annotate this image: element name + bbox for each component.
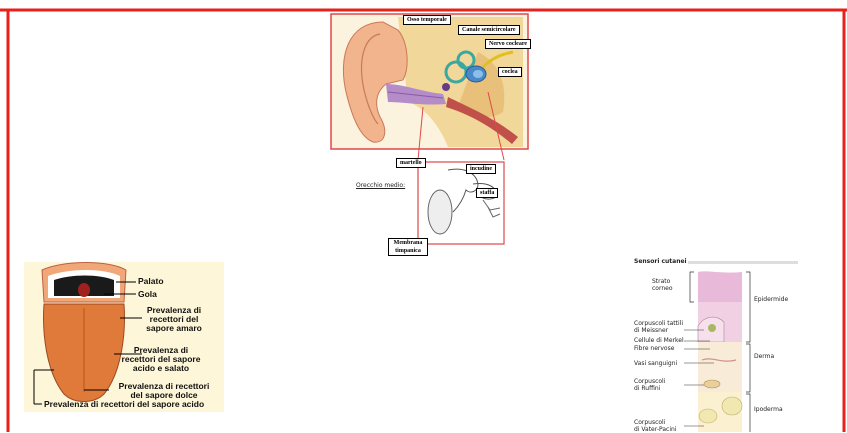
label-coclea: coclea (498, 67, 522, 77)
skin-label-merkel: Cellule di Merkel (634, 337, 684, 344)
amaro-line-3: sapore amaro (139, 324, 209, 333)
label-canale-semicircolare: Canale semicircolare (458, 25, 520, 35)
meissner-line-2: di Meissner (634, 327, 683, 334)
skin-label-strato-corneo: Strato corneo (652, 278, 673, 292)
ear-anatomy-figure: Osso temporale Canale semicircolare Nerv… (328, 12, 530, 257)
acido-salato-line-3: acido e salato (116, 364, 206, 373)
skin-label-vasi: Vasi sanguigni (634, 360, 677, 367)
label-osso-temporale: Osso temporale (403, 15, 451, 25)
label-staffa: staffa (476, 188, 498, 198)
skin-figure: Sensori cutanei Strato corneo Epidermide… (632, 256, 802, 432)
strato-line-2: corneo (652, 285, 673, 292)
tongue-label-palato: Palato (138, 277, 164, 286)
strato-line-1: Strato (652, 278, 673, 285)
skin-label-fibre: Fibre nervose (634, 345, 674, 352)
skin-label-derma: Derma (754, 353, 774, 360)
membrana-timpanica-text: Membrana timpanica (394, 240, 423, 254)
label-membrana-timpanica: Membrana timpanica (388, 238, 428, 256)
label-incudine: incudine (466, 164, 496, 174)
pacini-line-1: Corpuscoli (634, 419, 676, 426)
tongue-label-dolce: Prevalenza di recettori del sapore dolce (108, 382, 220, 400)
skin-label-ipoderma: Ipoderma (754, 406, 783, 413)
tongue-label-acido: Prevalenza di recettori del sapore acido (44, 400, 204, 409)
skin-title: Sensori cutanei (634, 258, 687, 265)
tongue-label-amaro: Prevalenza di recettori del sapore amaro (139, 306, 209, 333)
tongue-figure: Palato Gola Prevalenza di recettori del … (24, 262, 224, 412)
label-nervo-cocleare: Nervo cocleare (485, 39, 531, 49)
label-martello: martello (396, 158, 426, 168)
skin-label-meissner: Corpuscoli tattili di Meissner (634, 320, 683, 334)
skin-label-ruffini: Corpuscoli di Ruffini (634, 378, 665, 392)
meissner-line-1: Corpuscoli tattili (634, 320, 683, 327)
ruffini-line-2: di Ruffini (634, 385, 665, 392)
skin-label-pacini: Corpuscoli di Vater-Pacini (634, 419, 676, 433)
skin-label-epidermide: Epidermide (754, 296, 788, 303)
label-orecchio-medio: Orecchio medio: (356, 182, 405, 189)
tongue-label-acido-salato: Prevalenza di recettori del sapore acido… (116, 346, 206, 373)
tongue-label-gola: Gola (138, 290, 157, 299)
ruffini-line-1: Corpuscoli (634, 378, 665, 385)
